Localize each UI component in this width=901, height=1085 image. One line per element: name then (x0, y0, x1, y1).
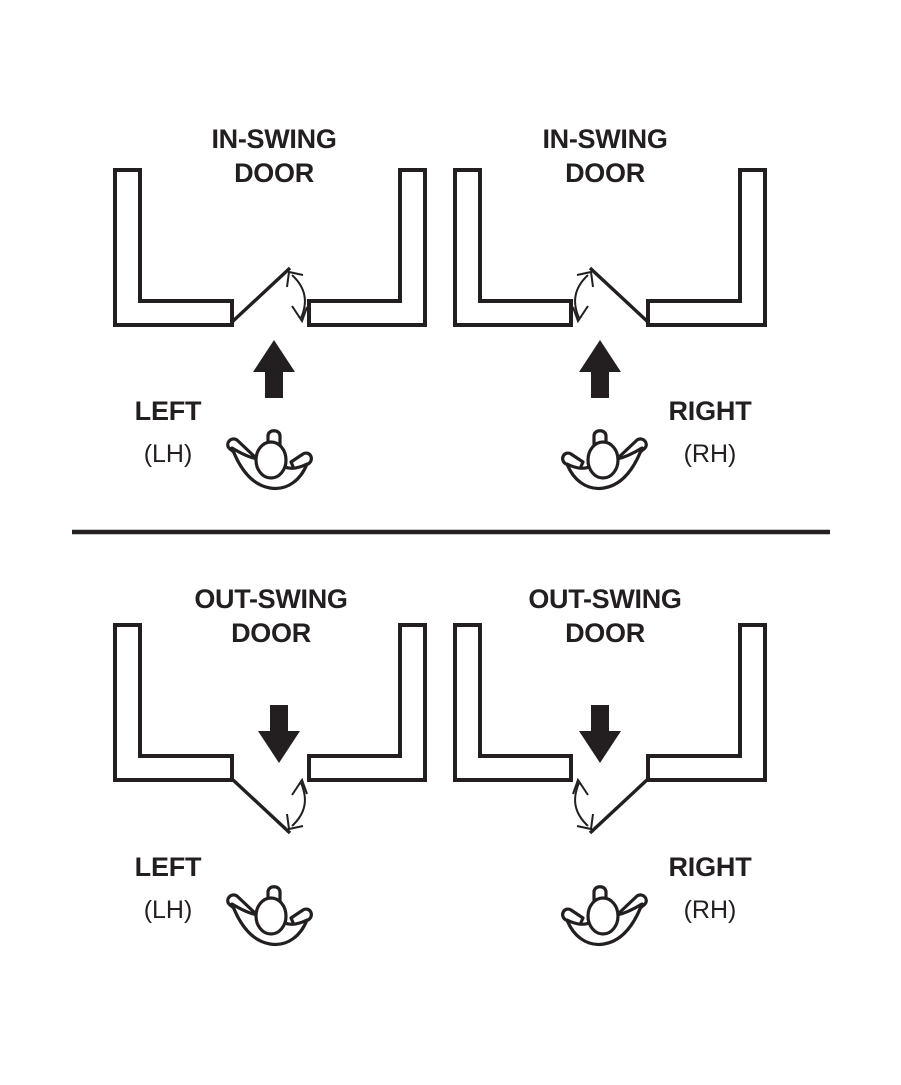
swing-arrowhead-start (286, 270, 304, 288)
swing-arc (291, 782, 306, 827)
up-arrow-icon (579, 340, 621, 398)
wall-left-jamb (453, 623, 573, 782)
left-hand-icon (226, 429, 313, 491)
swing-arrowhead-start (291, 777, 308, 796)
wall-right-jamb (646, 168, 767, 327)
wall-right-jamb (646, 623, 767, 782)
right-hand-icon (561, 885, 648, 947)
down-arrow-icon (258, 705, 300, 763)
panel-title-line2: DOOR (234, 158, 314, 188)
panel-title-line2: DOOR (565, 158, 645, 188)
down-arrow-icon (579, 705, 621, 763)
panel-in-swing-right: IN-SWING DOOR RIGHT (RH) (453, 124, 767, 491)
hand-label: LEFT (135, 396, 202, 426)
swing-arrowhead-start (576, 270, 594, 288)
wall-left-jamb (113, 168, 234, 327)
swing-arrowhead-end (291, 305, 308, 324)
hand-label: RIGHT (669, 852, 753, 882)
right-hand-icon (561, 429, 648, 491)
panel-out-swing-right: OUT-SWING DOOR RIGHT (RH) (453, 584, 767, 947)
door-leaf (230, 777, 292, 835)
wall-right-jamb (307, 623, 427, 782)
wall-right-jamb (307, 168, 427, 327)
door-leaf (588, 266, 650, 324)
door-leaf (588, 777, 650, 835)
up-arrow-icon (253, 340, 295, 398)
panel-title-line1: IN-SWING (542, 124, 667, 154)
panel-title-line1: OUT-SWING (528, 584, 681, 614)
panel-title-line2: DOOR (231, 618, 311, 648)
left-hand-icon (226, 885, 313, 947)
swing-arc (574, 782, 589, 827)
panel-title-line1: OUT-SWING (194, 584, 347, 614)
hand-abbrev: (RH) (684, 896, 737, 924)
wall-left-jamb (453, 168, 573, 327)
wall-left-jamb (113, 623, 234, 782)
door-leaf (230, 266, 292, 324)
hand-abbrev: (LH) (144, 896, 193, 924)
panel-title-line2: DOOR (565, 618, 645, 648)
swing-arrowhead-end (576, 813, 594, 831)
panel-in-swing-left: IN-SWING DOOR LEFT (LH) (113, 124, 427, 491)
panel-out-swing-left: OUT-SWING DOOR LEFT (LH) (113, 584, 427, 947)
hand-label: LEFT (135, 852, 202, 882)
swing-arrowhead-end (286, 813, 304, 831)
hand-abbrev: (LH) (144, 440, 193, 468)
swing-arrowhead-end (572, 305, 589, 324)
panel-title-line1: IN-SWING (211, 124, 336, 154)
swing-arc (574, 274, 589, 319)
swing-arrowhead-start (572, 777, 589, 796)
hand-abbrev: (RH) (684, 440, 737, 468)
hand-label: RIGHT (669, 396, 753, 426)
swing-arc (291, 274, 306, 319)
